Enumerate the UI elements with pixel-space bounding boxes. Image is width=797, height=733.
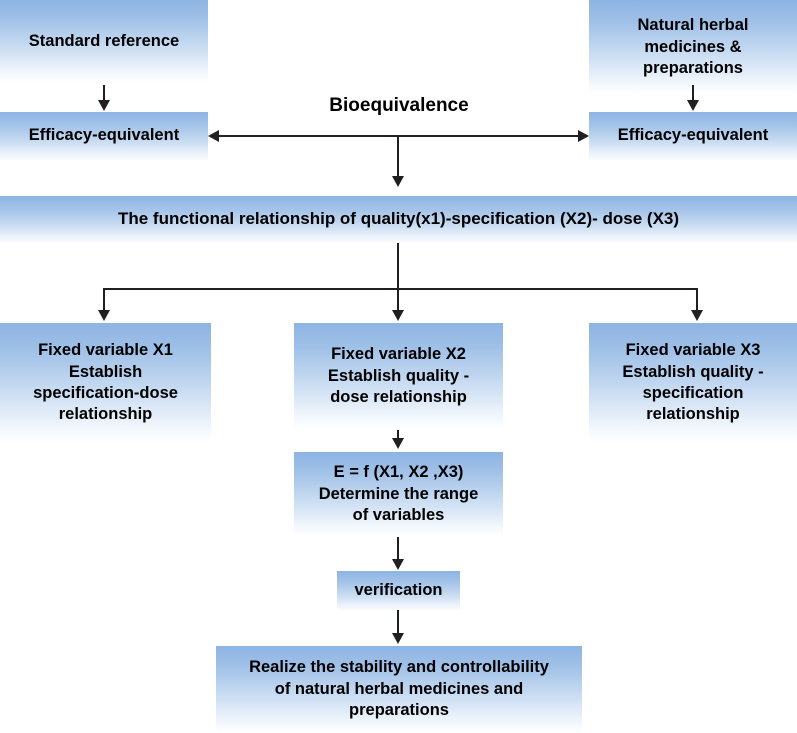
arrowhead-standard-to-efficacy-left [98,100,110,111]
node-outcome: Realize the stability and controllabilit… [216,646,582,733]
arrowhead-bioequivalence-to-banner [392,176,404,187]
arrowhead-bioequivalence-left [208,130,219,142]
node-fixed-variable-x1-label: Fixed variable X1 Establish specificatio… [4,340,207,426]
node-equation-label: E = f (X1, X2 ,X3) Determine the range o… [298,462,499,526]
node-fixed-variable-x1-line-1: Fixed variable X1 [38,341,173,360]
node-fixed-variable-x3: Fixed variable X3 Establish quality - sp… [589,323,797,443]
arrowhead-bioequivalence-right [578,130,589,142]
arrowhead-branch-to-x3 [691,310,703,321]
node-standard-reference: Standard reference [0,0,208,83]
connector-standard-to-efficacy-left [103,85,105,102]
node-equation-line-3: of variables [352,506,445,525]
node-standard-reference-label: Standard reference [28,31,180,50]
arrowhead-x2-to-equation [392,438,404,449]
node-outcome-label: Realize the stability and controllabilit… [220,657,578,721]
connector-banner-to-branch-stem [397,243,399,289]
connector-branch-to-x2 [397,288,399,312]
connector-branch-to-x1 [103,288,105,312]
node-functional-relationship: The functional relationship of quality(x… [0,196,797,243]
connector-bioequivalence-to-banner [397,136,399,178]
node-outcome-line-3: preparations [349,701,449,720]
node-fixed-variable-x1-line-3: specification-dose [33,384,178,402]
node-fixed-variable-x2-line-3: dose relationship [330,388,467,407]
node-fixed-variable-x3-label: Fixed variable X3 Establish quality - sp… [593,340,793,426]
node-fixed-variable-x1-line-4: relationship [58,405,153,424]
connector-equation-to-verification [397,537,399,561]
connector-branch-to-x3 [696,288,698,312]
node-verification-label: verification [354,580,443,599]
arrowhead-equation-to-verification [392,559,404,570]
arrowhead-natural-to-efficacy-right [687,100,699,111]
arrowhead-verification-to-outcome [392,633,404,644]
page-title-bioequivalence: Bioequivalence [329,95,469,116]
node-fixed-variable-x3-line-4: relationship [646,405,740,424]
node-outcome-line-2: of natural herbal medicines and [274,679,524,698]
node-equation-line-1: E = f (X1, X2 ,X3) [333,463,464,482]
node-fixed-variable-x3-line-1: Fixed variable X3 [625,341,761,360]
node-natural-herbal: Natural herbal medicines & preparations [589,0,797,95]
node-fixed-variable-x2-label: Fixed variable X2 Establish quality - do… [298,344,499,408]
node-natural-herbal-line-3: preparations [643,59,743,78]
node-fixed-variable-x1-line-2: Establish [68,362,143,381]
connector-natural-to-efficacy-right [692,85,694,102]
arrowhead-branch-to-x1 [98,310,110,321]
node-natural-herbal-label: Natural herbal medicines & preparations [593,15,793,79]
connector-verification-to-outcome [397,610,399,635]
node-fixed-variable-x2-line-2: Establish quality - [327,366,470,385]
arrowhead-branch-to-x2 [392,310,404,321]
node-natural-herbal-line-1: Natural herbal [637,16,749,35]
node-natural-herbal-line-2: medicines & [644,37,742,56]
node-fixed-variable-x3-line-3: specification [642,384,744,402]
node-fixed-variable-x2-line-1: Fixed variable X2 [331,345,466,364]
connector-x2-to-equation [397,430,399,440]
node-outcome-line-1: Realize the stability and controllabilit… [249,658,549,677]
node-equation: E = f (X1, X2 ,X3) Determine the range o… [294,452,503,537]
node-verification: verification [337,571,460,610]
node-functional-relationship-label: The functional relationship of quality(x… [117,209,680,229]
node-fixed-variable-x3-line-2: Establish quality - [622,362,764,381]
node-efficacy-equivalent-right-label: Efficacy-equivalent [617,126,769,145]
node-fixed-variable-x2: Fixed variable X2 Establish quality - do… [294,323,503,430]
node-efficacy-equivalent-left-label: Efficacy-equivalent [28,126,180,145]
node-efficacy-equivalent-left: Efficacy-equivalent [0,112,208,160]
node-efficacy-equivalent-right: Efficacy-equivalent [589,112,797,160]
connector-branch-distributor [103,288,697,290]
node-equation-line-2: Determine the range [318,484,479,503]
node-fixed-variable-x1: Fixed variable X1 Establish specificatio… [0,323,211,443]
